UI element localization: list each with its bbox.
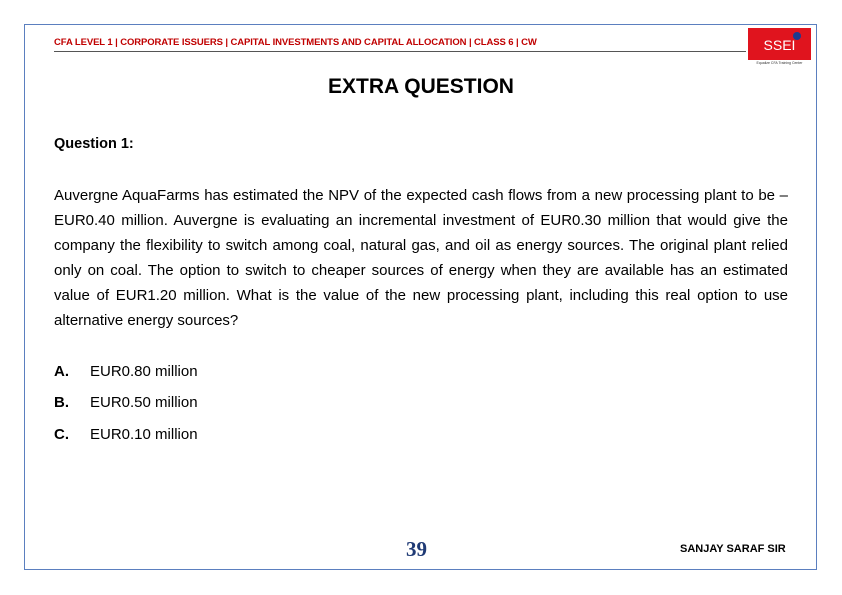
option-text: EUR0.50 million	[90, 394, 198, 411]
globe-icon	[793, 32, 801, 40]
page-border	[24, 24, 817, 570]
option-a: A. EUR0.80 million	[54, 363, 198, 380]
author-name: SANJAY SARAF SIR	[680, 543, 786, 555]
question-label: Question 1:	[54, 136, 134, 152]
option-c: C. EUR0.10 million	[54, 426, 198, 443]
course-header: CFA LEVEL 1 | CORPORATE ISSUERS | CAPITA…	[54, 37, 537, 48]
option-letter: A.	[54, 363, 69, 380]
option-text: EUR0.80 million	[90, 363, 198, 380]
option-letter: C.	[54, 426, 69, 443]
ssei-logo: SSEI	[748, 28, 811, 60]
option-letter: B.	[54, 394, 69, 411]
page-title: EXTRA QUESTION	[328, 75, 514, 98]
option-b: B. EUR0.50 million	[54, 394, 198, 411]
question-text: Auvergne AquaFarms has estimated the NPV…	[54, 187, 788, 329]
page-number: 39	[406, 537, 427, 561]
logo-tagline: Equalize CFA Training Center	[756, 61, 803, 65]
option-text: EUR0.10 million	[90, 426, 198, 443]
header-divider	[54, 51, 746, 52]
